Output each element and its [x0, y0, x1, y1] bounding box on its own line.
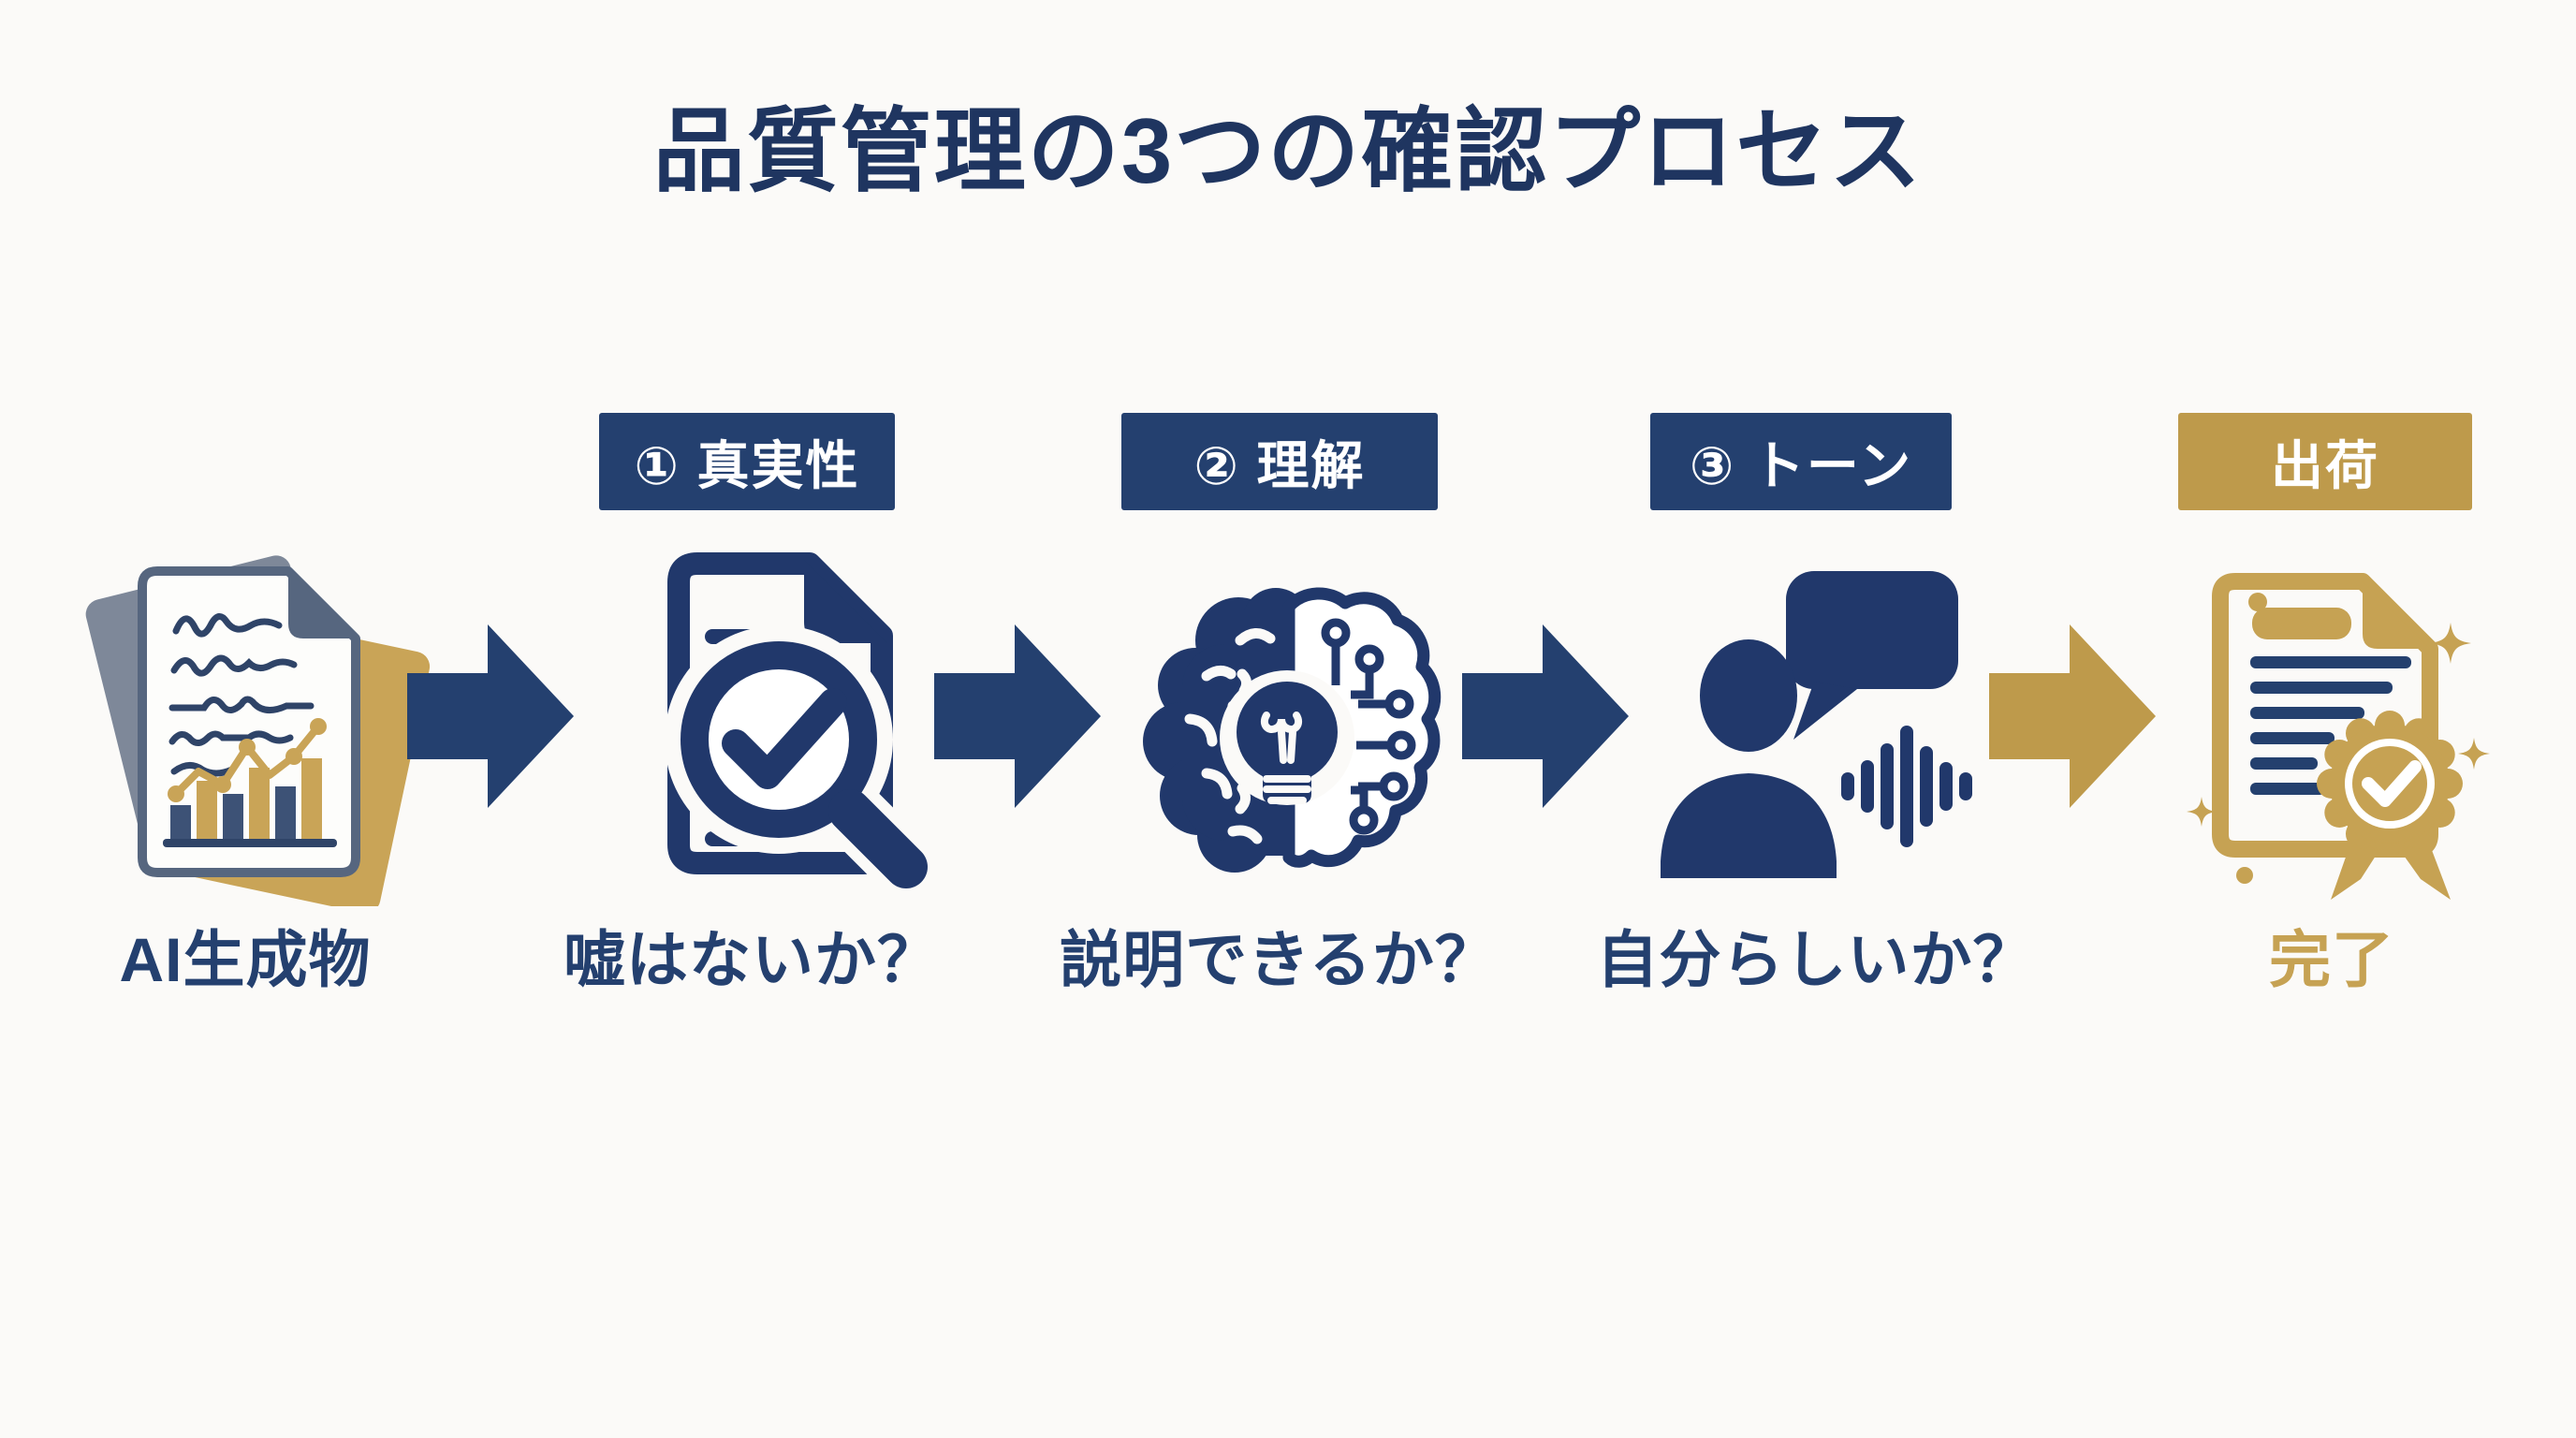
- certificate-badge-icon: [2187, 573, 2490, 900]
- flow-arrow-icon: [934, 624, 1101, 808]
- flow-arrow-gold-icon: [1989, 624, 2156, 808]
- brain-circuit-bulb-icon: [1143, 587, 1442, 873]
- step-header-tone: ③ トーン: [1650, 413, 1952, 510]
- caption-tone: 自分らしいか？: [1596, 925, 2036, 994]
- step-header-ship: 出荷: [2178, 413, 2472, 510]
- flow-arrow-icon: [1462, 624, 1629, 808]
- page-title: 品質管理の3つの確認プロセス: [652, 99, 1924, 202]
- flow-arrow-icon: [407, 624, 574, 808]
- caption-complete: 完了: [2269, 925, 2394, 994]
- caption-understanding: 説明できるか？: [1060, 925, 1498, 994]
- person-speech-waveform-icon: [1661, 571, 1972, 878]
- caption-ai-output: AI生成物: [119, 925, 372, 994]
- step-header-understanding: ② 理解: [1121, 413, 1438, 510]
- document-check-magnifier-icon: [665, 552, 931, 896]
- ai-document-icon: [85, 555, 431, 906]
- caption-truthfulness: 嘘はないか？: [564, 925, 940, 994]
- step-header-truthfulness: ① 真実性: [599, 413, 895, 510]
